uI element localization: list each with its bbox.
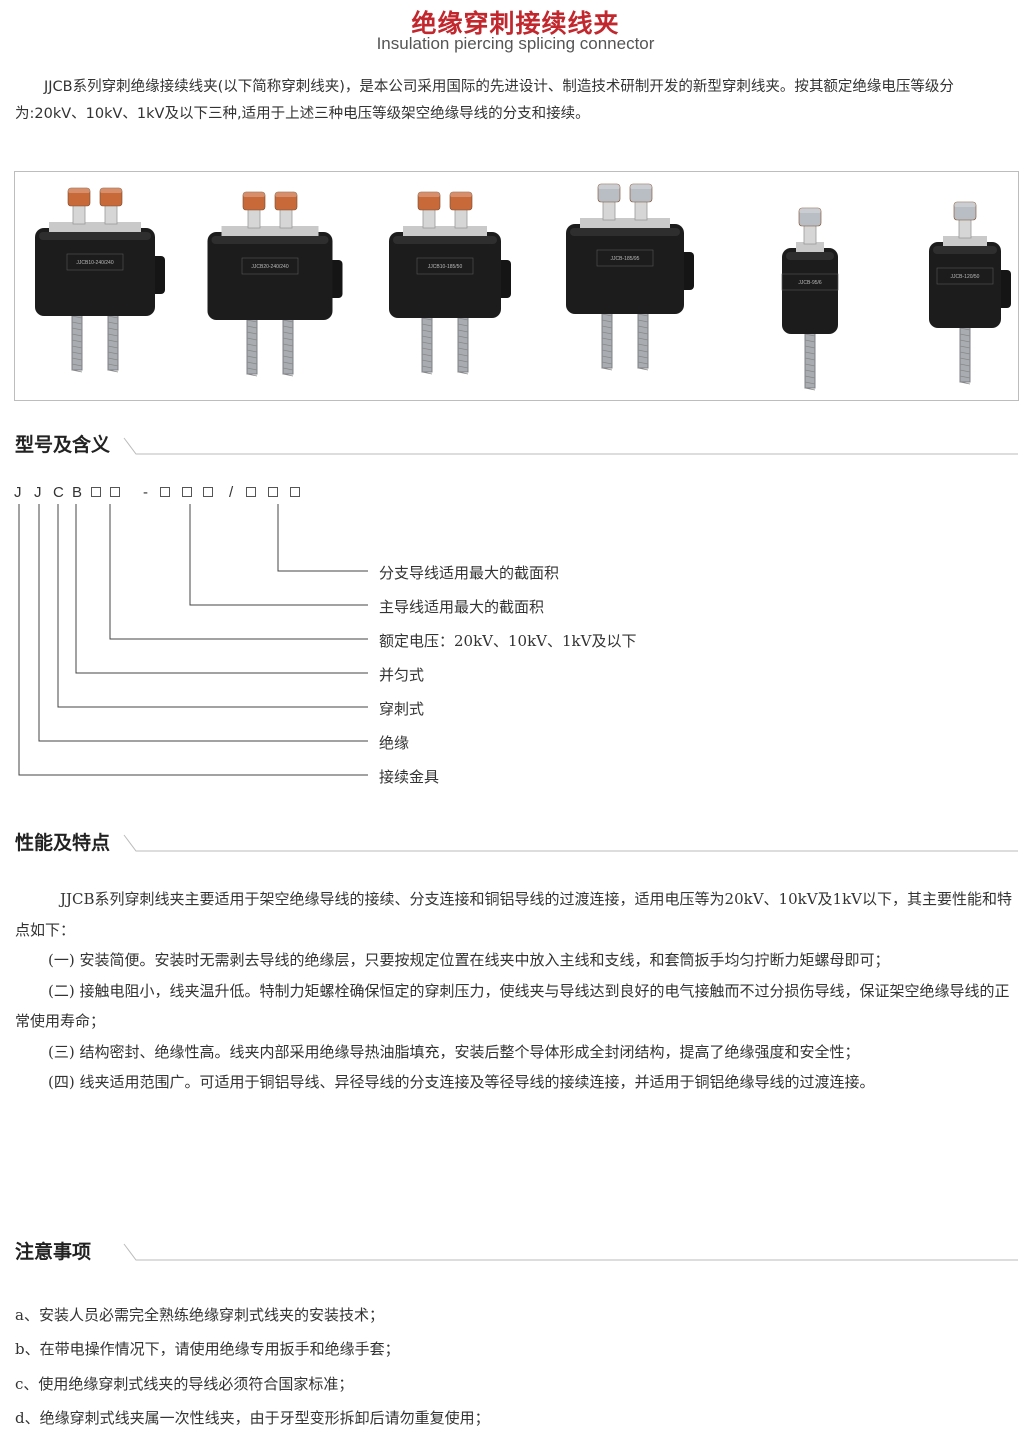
page-subtitle: Insulation piercing splicing connector xyxy=(376,34,655,53)
model-label-voltage: 额定电压：20kV、10kV、1kV及以下 xyxy=(379,632,637,650)
metal-band xyxy=(221,226,319,236)
feature-item: (四) 线夹适用范围广。可适用于铜铝导线、异径导线的分支连接及等径导线的接续连接… xyxy=(48,1073,875,1091)
metal-band xyxy=(49,222,141,232)
product-model-label: JJCB20-240/240 xyxy=(251,264,288,270)
connector-body xyxy=(566,224,684,314)
model-label-branch: 分支导线适用最大的截面积 xyxy=(379,564,560,582)
note-item: d、绝缘穿刺式线夹属一次性线夹，由于牙型变形拆卸后请勿重复使用； xyxy=(15,1409,490,1427)
code-placeholder-box xyxy=(110,487,120,497)
product-model-label: JJCB-120/50 xyxy=(951,274,980,280)
section-divider-features xyxy=(123,834,1018,852)
model-label-piercing: 穿刺式 xyxy=(379,700,425,718)
section-divider-model xyxy=(123,437,1018,455)
torque-nut xyxy=(449,191,473,211)
section-heading-model: 型号及含义 xyxy=(15,434,111,456)
section-heading-features: 性能及特点 xyxy=(15,832,111,854)
product-model-label: JJCB-95/6 xyxy=(798,280,822,286)
features-intro: JJCB系列穿刺线夹主要适用于架空绝缘导线的接续、分支连接和铜铝导线的过渡连接，… xyxy=(15,890,1013,939)
code-letter-j2: J xyxy=(34,484,42,501)
code-letter-c: C xyxy=(53,484,64,501)
features-text: JJCB系列穿刺线夹主要适用于架空绝缘导线的接续、分支连接和铜铝导线的过渡连接，… xyxy=(15,884,1018,1098)
code-placeholder-box xyxy=(182,487,192,497)
connector-body xyxy=(782,248,838,334)
model-label-insulation: 绝缘 xyxy=(379,734,410,752)
connector-body xyxy=(207,232,333,320)
metal-band xyxy=(796,242,824,252)
product-model-label: JJCB10-185/50 xyxy=(428,264,463,270)
connector-body xyxy=(35,228,155,316)
torque-nut xyxy=(242,191,266,211)
model-label-parallel: 并匀式 xyxy=(379,666,425,684)
model-label-fitting: 接续金具 xyxy=(379,768,440,786)
metal-band xyxy=(403,226,487,236)
connector-body xyxy=(929,242,1001,328)
connector-illustration: JJCB-120/50 xyxy=(929,201,1011,385)
code-dash: - xyxy=(143,484,148,501)
intro-line-2: 其额定绝缘电压等级分为:20kV、10kV、1kV及以下三种,适用于上述三种电压… xyxy=(15,79,954,122)
connector-illustration: JJCB-95/6 xyxy=(781,207,839,391)
code-placeholder-box xyxy=(203,487,213,497)
torque-nut xyxy=(417,191,441,211)
feature-item: (一) 安装简便。安装时无需剥去导线的绝缘层，只要按规定位置在线夹中放入主线和支… xyxy=(48,951,890,969)
code-placeholder-box xyxy=(290,487,300,497)
connector-illustration: JJCB10-240/240 xyxy=(35,187,165,373)
connector-body xyxy=(389,232,501,318)
torque-nut xyxy=(953,201,977,221)
metal-band xyxy=(580,218,670,228)
code-slash: / xyxy=(229,484,234,501)
torque-nut xyxy=(597,183,621,203)
connector-line xyxy=(75,504,368,674)
connector-line xyxy=(18,504,368,776)
code-placeholder-box xyxy=(246,487,256,497)
torque-nut xyxy=(67,187,91,207)
model-code-diagram xyxy=(18,504,368,776)
intro-paragraph: JJCB系列穿刺绝缘接续线夹(以下简称穿刺线夹)，是本公司采用国际的先进设计、制… xyxy=(15,74,1020,128)
connector-line xyxy=(189,504,368,606)
connector-line xyxy=(38,504,368,742)
connector-line xyxy=(277,504,368,572)
product-model-label: JJCB10-240/240 xyxy=(76,260,113,266)
torque-nut xyxy=(274,191,298,211)
code-placeholder-box xyxy=(160,487,170,497)
feature-item: (二) 接触电阻小，线夹温升低。特制力矩螺栓确保恒定的穿刺压力，使线夹与导线达到… xyxy=(15,981,1010,1031)
connector-line xyxy=(57,504,368,708)
connector-line xyxy=(109,504,368,640)
torque-nut xyxy=(629,183,653,203)
section-heading-notes: 注意事项 xyxy=(15,1241,92,1263)
feature-item: (三) 结构密封、绝缘性高。线夹内部采用绝缘导热油脂填充，安装后整个导体形成全封… xyxy=(48,1042,860,1061)
note-item: b、在带电操作情况下，请使用绝缘专用扳手和绝缘手套； xyxy=(15,1340,400,1358)
torque-nut xyxy=(99,187,123,207)
model-label-main: 主导线适用最大的截面积 xyxy=(379,598,545,616)
connector-illustration: JJCB10-185/50 xyxy=(389,191,511,375)
page-title: 绝缘穿刺接续线夹 xyxy=(411,9,620,38)
connector-illustration: JJCB20-240/240 xyxy=(207,191,343,377)
code-placeholder-box xyxy=(268,487,278,497)
torque-nut xyxy=(798,207,822,227)
product-model-label: JJCB-185/95 xyxy=(611,256,640,262)
code-letter-j1: J xyxy=(14,484,22,501)
section-divider-notes xyxy=(123,1243,1018,1261)
note-item: c、使用绝缘穿刺式线夹的导线必须符合国家标准； xyxy=(15,1375,354,1393)
code-placeholder-box xyxy=(91,487,101,497)
note-item: a、安装人员必需完全熟练绝缘穿刺式线夹的安装技术； xyxy=(15,1306,384,1324)
metal-band xyxy=(943,236,987,246)
intro-line-1: JJCB系列穿刺绝缘接续线夹(以下简称穿刺线夹)，是本公司采用国际的先进设计、制… xyxy=(44,79,809,95)
code-letter-b: B xyxy=(72,484,83,501)
connector-illustration: JJCB-185/95 xyxy=(566,183,694,371)
